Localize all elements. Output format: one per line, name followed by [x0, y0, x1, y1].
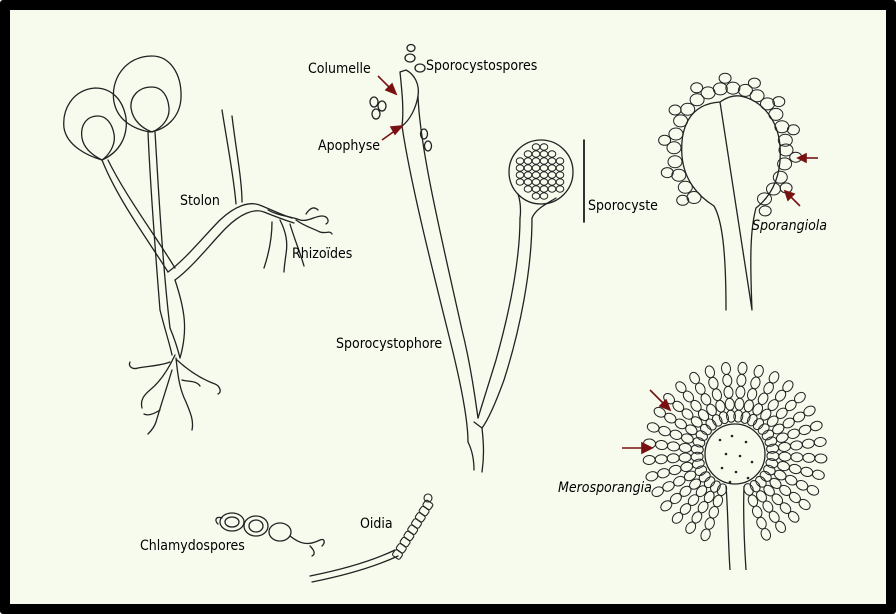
label-merosporangia: Merosporangia [558, 480, 652, 496]
label-chlamydospores: Chlamydospores [140, 538, 245, 554]
label-sporocystospores: Sporocystospores [426, 58, 537, 74]
vesicle-dot [751, 461, 754, 464]
label-apophyse: Apophyse [318, 138, 380, 154]
vesicle-dot [745, 441, 748, 444]
illustration-canvas [10, 10, 886, 604]
vesicle-dot [739, 455, 742, 458]
vesicle-dot [735, 471, 738, 474]
label-stolon: Stolon [180, 193, 220, 209]
vesicle-dot [729, 481, 732, 484]
label-columelle: Columelle [308, 61, 371, 77]
label-sporocystophore: Sporocystophore [336, 336, 442, 352]
canvas-background [10, 10, 886, 604]
vesicle-dot [719, 439, 722, 442]
label-oidia: Oidia [360, 516, 393, 532]
vesicle-dot [721, 467, 724, 470]
label-sporocyste: Sporocyste [588, 198, 658, 214]
vesicle-dot [747, 477, 750, 480]
vesicle-dot [725, 453, 728, 456]
vesicle-dot [731, 435, 734, 438]
label-sporangiola: Sporangiola [752, 218, 827, 234]
merosporangia-vesicle [705, 424, 765, 484]
label-rhizoides: Rhizoïdes [292, 246, 352, 262]
